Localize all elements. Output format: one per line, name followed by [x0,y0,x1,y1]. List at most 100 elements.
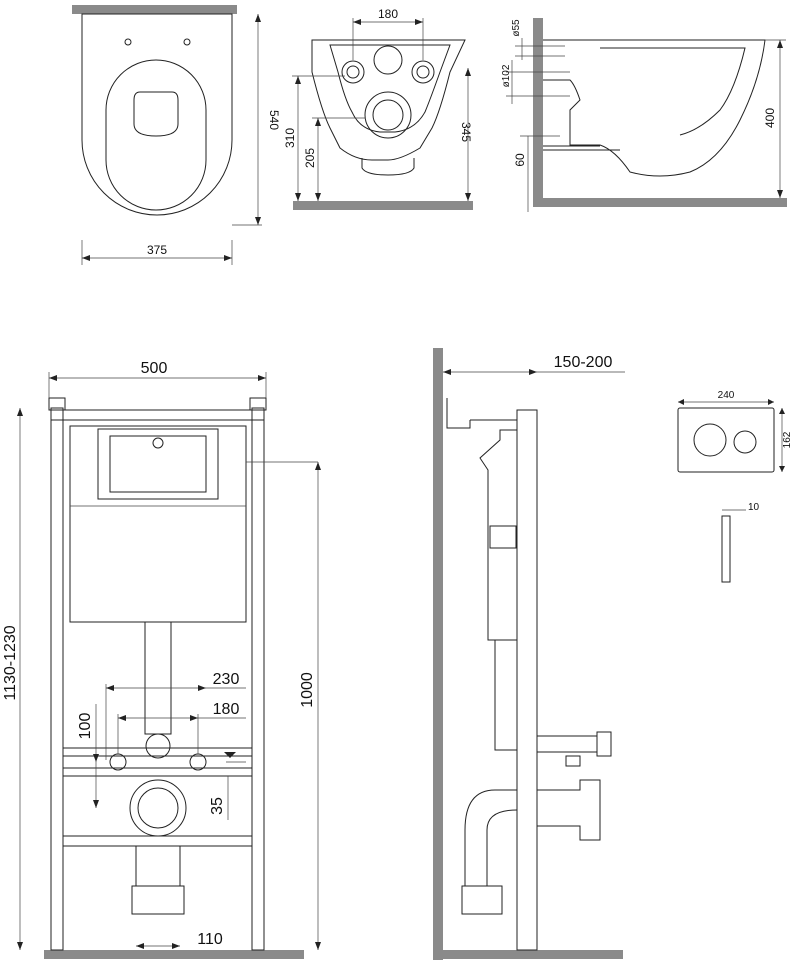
arrow [678,399,684,405]
arrow [465,68,471,76]
arrow [82,255,90,261]
rear-inner [329,44,451,133]
arrow [295,193,301,201]
arrow [172,943,180,949]
flush-pipe-outlet [145,733,171,759]
flush-valve [152,437,164,449]
cistern-body [69,425,247,623]
dim-100-label: 100 [77,713,94,740]
dim-180-frame-label: 180 [213,701,240,718]
frame-top-rail [50,409,265,421]
arrow [49,375,57,381]
dim-230-label: 230 [213,671,240,688]
arrow [353,19,361,25]
frame-mid-rail [62,747,253,757]
side-flush-pipe [494,639,518,751]
flush-plate-side [721,515,731,583]
arrow [465,193,471,201]
seat-hole-left [124,38,132,46]
dim-10-label: 10 [748,502,760,513]
side-floor [433,950,623,959]
dim-180-label: 180 [378,7,398,21]
frame-upright-right [251,407,265,951]
dim-375-label: 375 [147,243,167,257]
side-inlet-connector [536,735,598,753]
arrow [315,942,321,950]
side-inner [600,47,746,136]
dim-162-label: 162 [782,431,793,448]
side-wall [433,348,443,960]
waste-pipe [135,845,181,887]
side-stud [565,755,581,767]
dim-205-label: 205 [303,148,317,168]
water-inlet [373,45,403,75]
side-view-wall [533,18,543,202]
dim-150-200-label: 150-200 [554,354,613,371]
level-marker [224,752,236,758]
outlet-pipe-inner [372,99,404,131]
bowl-rear-view: 180 310 205 345 [283,7,473,210]
bowl-side-view: ø55 ø102 60 400 [501,18,787,212]
arrow [315,462,321,470]
frame-side-view: 150-200 [433,348,625,960]
dim-d55-label: ø55 [511,19,522,37]
arrow [529,369,537,375]
arrow [255,217,261,225]
arrow [258,375,266,381]
arrow [93,754,99,762]
mount-hole-left [341,60,365,84]
seat-hole-right [183,38,191,46]
side-inlet-end [596,731,612,757]
mount-hole-right-inner [416,65,430,79]
flush-plate [677,407,775,473]
side-front-plate [516,409,538,951]
dim-500-label: 500 [141,360,168,377]
frame-lower-rail [62,767,253,777]
cistern-side [479,429,518,641]
flush-pipe [144,621,172,735]
bowl-opening [133,91,179,137]
side-waste-end [461,885,503,915]
wall-bracket [446,398,471,429]
arrow [315,118,321,126]
dim-1130-label: 1130-1230 [2,625,19,700]
arrow [198,685,206,691]
dim-d102-label: ø102 [501,64,512,87]
mount-hole-left-inner [346,65,360,79]
rear-outlet [361,158,415,176]
waste-outlet-inner [137,787,179,829]
arrow [443,369,451,375]
arrow [190,715,198,721]
arrow [224,255,232,261]
frame-upright-left [50,407,64,951]
side-outlet-connector [536,779,601,841]
flush-plate-opening [97,428,219,500]
arrow [768,399,774,405]
arrow [777,40,783,48]
arrow [779,408,785,414]
arrow [295,76,301,84]
arrow [255,14,261,22]
side-valve [489,525,517,549]
outlet-pipe [364,91,412,139]
arrow [93,800,99,808]
flush-mechanism [109,435,207,493]
frame-front-view: 500 1130-1230 1000 230 180 100 35 [2,360,321,959]
arrow [777,190,783,198]
side-outline [543,39,766,177]
waste-pipe-end [131,885,185,915]
rear-view-floor [293,201,473,210]
rear-outline [311,39,466,161]
top-view-wall [72,5,237,14]
arrow [136,943,144,949]
dim-400-label: 400 [763,108,777,128]
dim-240-label: 240 [718,390,735,401]
dim-345-label: 345 [459,122,473,142]
arrow [17,408,23,416]
mount-hole-right [411,60,435,84]
waste-outlet [129,779,187,837]
arrow [779,466,785,472]
dim-1000-label: 1000 [299,672,316,708]
side-waste-elbow [464,789,518,887]
